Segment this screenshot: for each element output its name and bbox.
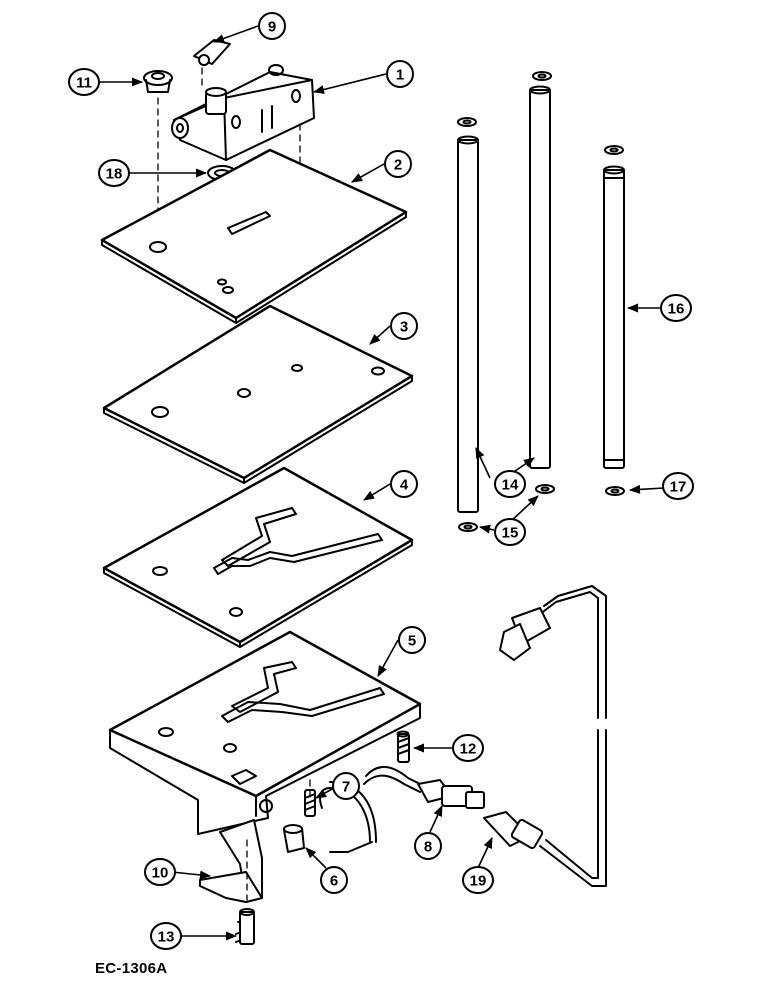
switch-part-8 (417, 779, 485, 809)
callout-13: 13 (158, 929, 175, 946)
callout-18: 18 (106, 166, 123, 183)
callout-12: 12 (460, 741, 477, 758)
plug-part (143, 70, 173, 93)
callout-9: 9 (268, 19, 276, 36)
callout-14: 14 (502, 477, 519, 494)
callout-17: 17 (670, 479, 687, 496)
callout-4: 4 (400, 477, 409, 494)
rod-part-14 (457, 85, 551, 513)
callout-1: 1 (396, 67, 404, 84)
callout-11: 11 (76, 75, 92, 92)
bracket-part (199, 819, 263, 903)
bolt-part-13 (235, 908, 255, 945)
base-plate (108, 630, 422, 835)
separator-plate (102, 304, 414, 484)
callout-8: 8 (424, 839, 432, 856)
gasket-plate (102, 466, 414, 648)
washers (457, 71, 625, 532)
callout-16: 16 (668, 301, 685, 318)
top-plate (100, 148, 408, 324)
callout-2: 2 (394, 157, 402, 174)
clip-part (193, 39, 231, 66)
screw-part-12 (396, 730, 410, 763)
connector-part-19 (483, 811, 544, 850)
screw-part-7 (304, 789, 316, 817)
callout-7: 7 (342, 779, 350, 796)
leader-lines (98, 25, 665, 941)
control-valve-body (171, 64, 315, 161)
cable-assembly (499, 585, 607, 887)
figure-label: EC-1306A (95, 960, 168, 977)
callout-5: 5 (408, 633, 416, 650)
callout-10: 10 (152, 865, 169, 882)
callout-3: 3 (400, 319, 408, 336)
rod-part-16 (603, 165, 625, 469)
fitting-part-6 (283, 824, 305, 853)
callout-6: 6 (330, 873, 338, 890)
callout-19: 19 (470, 873, 487, 890)
callout-15: 15 (502, 525, 519, 542)
